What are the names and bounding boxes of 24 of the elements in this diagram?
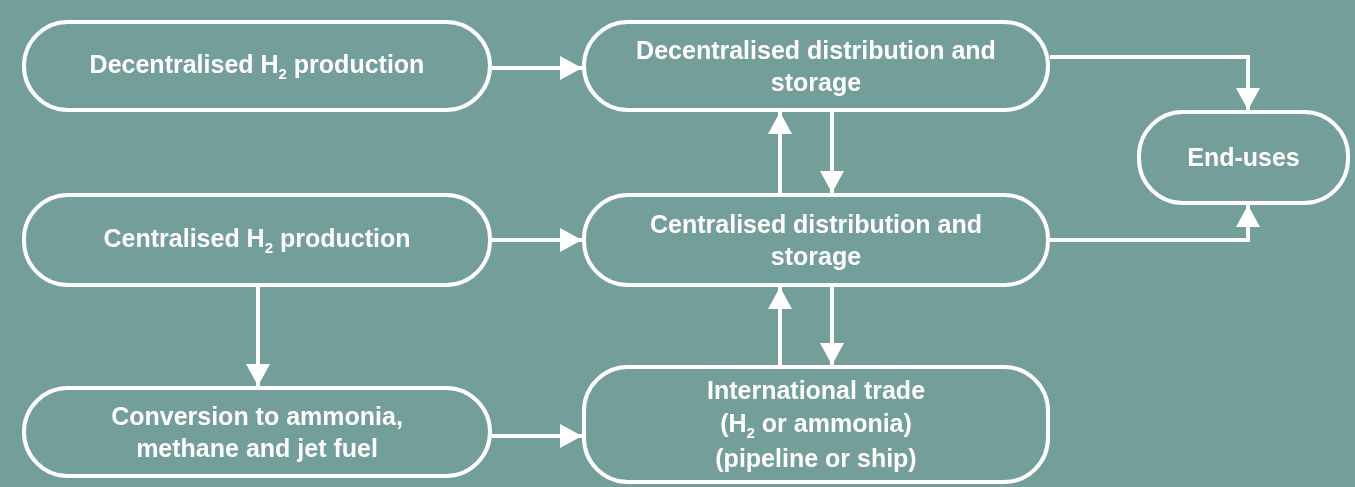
arrow	[492, 228, 582, 252]
node-label: Decentralised H$_{2}$ production	[89, 49, 425, 84]
process-box	[582, 20, 1050, 112]
arrow	[768, 287, 792, 365]
node-label: Centralised H$_{2}$ production	[103, 223, 411, 258]
process-box	[22, 386, 492, 478]
arrow	[492, 424, 582, 448]
process-box	[22, 193, 492, 287]
arrow	[820, 112, 844, 193]
node-label: Centralised distribution and storage	[649, 208, 983, 272]
node-label: International trade (H$_{2}$ or ammonia) (pipeline or ship)	[705, 375, 927, 475]
node-label: Conversion to ammonia, methane and jet fuel	[110, 400, 404, 464]
arrow	[820, 287, 844, 365]
process-box	[582, 193, 1050, 287]
arrow	[1050, 55, 1260, 110]
process-box	[1137, 110, 1350, 205]
process-box	[22, 20, 492, 112]
arrow	[1050, 205, 1260, 242]
arrow	[492, 56, 582, 80]
arrow	[246, 287, 270, 386]
node-label: Decentralised distribution and storage	[635, 34, 997, 98]
arrow	[768, 112, 792, 193]
node-label: End-uses	[1187, 142, 1300, 174]
process-box	[582, 365, 1050, 484]
